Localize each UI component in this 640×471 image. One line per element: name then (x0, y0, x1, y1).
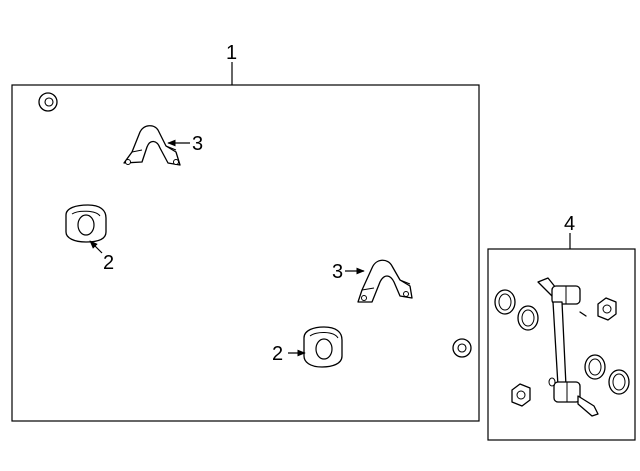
bracket-lower (357, 259, 413, 303)
stabilizer-assembly-frame (11, 84, 480, 422)
callout-2b-label: 2 (272, 343, 283, 365)
callout-3b-label: 3 (332, 261, 343, 283)
callout-2a-label: 2 (103, 252, 114, 274)
bracket-upper (123, 125, 181, 166)
bar-end-eye-left-hole (44, 97, 54, 107)
link-kit-frame (487, 248, 636, 441)
stabilizer-link (494, 277, 630, 417)
callout-4-label: 4 (564, 213, 575, 235)
bushing-lower (303, 326, 343, 368)
callout-3a-label: 3 (192, 133, 203, 155)
callout-2a-leader (89, 240, 103, 254)
callout-1-label: 1 (226, 42, 237, 64)
bushing-left (65, 204, 107, 243)
bar-end-eye-right-hole (457, 343, 467, 353)
